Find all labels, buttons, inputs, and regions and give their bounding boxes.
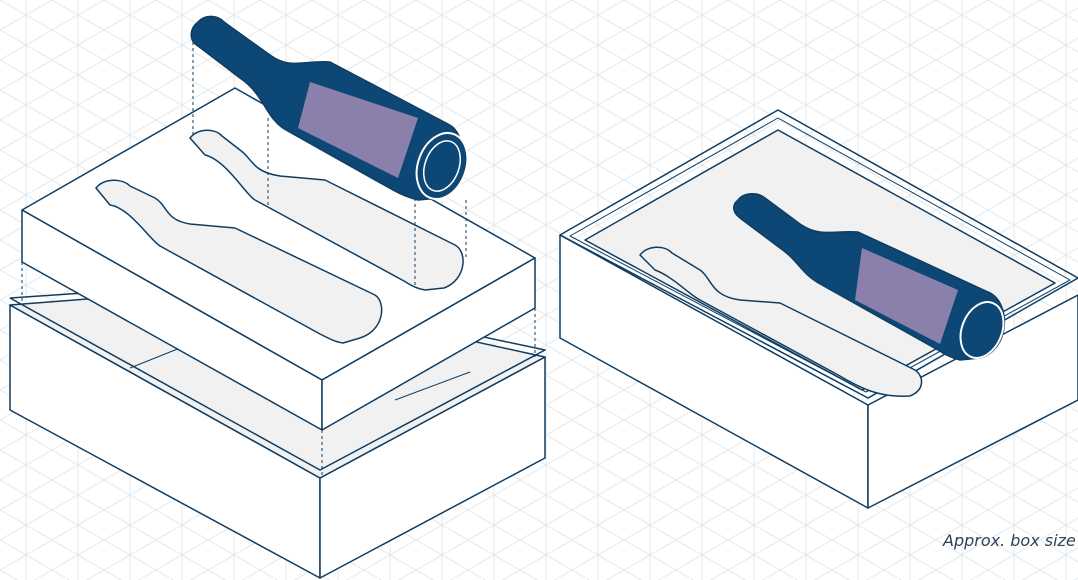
box-size-caption: Approx. box size (943, 531, 1076, 550)
